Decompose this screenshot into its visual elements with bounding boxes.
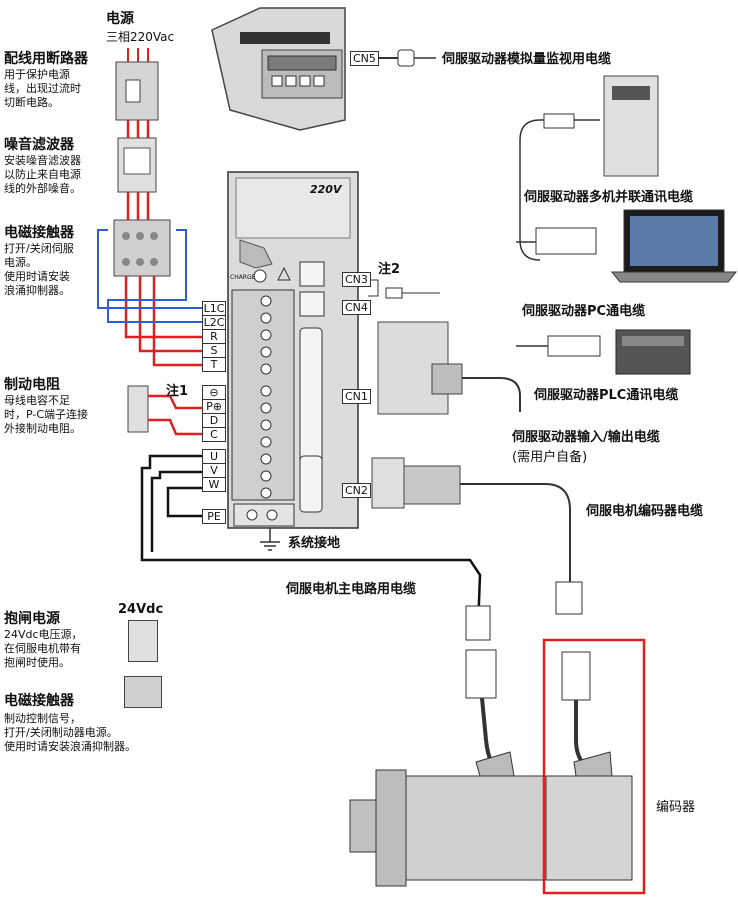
noise-filter-device [117, 137, 157, 193]
power-title: 电源 [106, 11, 134, 27]
terminal-screws [260, 295, 272, 499]
multi-cable-label: 伺服驱动器多机并联通讯电缆 [524, 190, 694, 205]
terminal-s: S [202, 343, 226, 358]
terminal-d: D [202, 413, 226, 428]
io-cable-label: 伺服驱动器输入/输出电缆 [512, 430, 660, 445]
brake-contactor-desc-1: 制动控制信号， [4, 712, 81, 725]
brake-contactor-device [124, 676, 162, 708]
connector-cn1: CN1 [342, 389, 371, 404]
multi-drive-cable [519, 113, 600, 261]
main-cable-label: 伺服电机主电路用电缆 [286, 582, 417, 597]
drive-top-view [211, 7, 346, 131]
brake-contactor-title: 电磁接触器 [4, 693, 74, 709]
brake-power-desc-1: 24Vdc电压源， [4, 628, 83, 641]
plc-icon [615, 329, 691, 375]
encoder-cable-label: 伺服电机编码器电缆 [586, 504, 704, 519]
contactor-desc-3: 使用时请安装 [4, 270, 70, 283]
note-2: 注2 [378, 262, 401, 277]
analog-monitor-cable [378, 49, 436, 67]
terminal-c: C [202, 427, 226, 442]
terminal-p-plus: P⊕ [202, 399, 226, 414]
ground-symbol [260, 528, 280, 551]
motor-power-cable [140, 454, 482, 629]
breaker-desc-3: 切断电路。 [4, 96, 59, 109]
io-connector [377, 321, 521, 415]
brake-power-desc-3: 抱闸时使用。 [4, 656, 70, 669]
terminal-l1c: L1C [202, 301, 226, 316]
brake-power-supply [128, 620, 158, 662]
plc-cable [516, 335, 601, 357]
brake-resistor-desc-3: 外接制动电阻。 [4, 422, 81, 435]
encoder-connector [371, 457, 571, 582]
analog-cable-label: 伺服驱动器模拟量监视用电缆 [442, 52, 612, 67]
brake-power-title: 抱闸电源 [4, 611, 60, 627]
filter-desc-2: 以防止来自电源 [4, 168, 81, 181]
pc-cable [516, 227, 597, 255]
terminal-t: T [202, 357, 226, 372]
contactor-title: 电磁接触器 [4, 225, 74, 241]
terminal-v: V [202, 463, 226, 478]
terminal-w: W [202, 477, 226, 492]
filter-desc-3: 线的外部噪音。 [4, 182, 81, 195]
brake-contactor-desc-3: 使用时请安装浪涌抑制器。 [4, 740, 136, 753]
charge-label: CHARGE [230, 274, 256, 281]
power-wires-red [124, 120, 202, 367]
contactor-desc-4: 浪涌抑制器。 [4, 284, 70, 297]
servo-drive-body [227, 171, 359, 529]
connector-cn4: CN4 [342, 300, 371, 315]
contactor-device [113, 219, 171, 277]
plc-cable-label: 伺服驱动器PLC通讯电缆 [534, 388, 679, 403]
terminal-pe: PE [202, 509, 226, 524]
io-cable-note: (需用户自备) [512, 450, 588, 465]
filter-desc-1: 安装噪音滤波器 [4, 154, 81, 167]
contactor-desc-1: 打开/关闭伺服 [4, 242, 74, 255]
servo-motor [349, 751, 633, 887]
brake-power-desc-2: 在伺服电机带有 [4, 642, 81, 655]
note-1: 注1 [166, 384, 189, 399]
encoder-highlight-box [542, 638, 646, 895]
motor-plug [465, 605, 498, 772]
pc-cable-label: 伺服驱动器PC通电缆 [522, 304, 646, 319]
connector-cn2: CN2 [342, 483, 371, 498]
connector-cn3: CN3 [342, 272, 371, 287]
control-wires-blue [97, 229, 202, 323]
breaker-desc-2: 线，出现过流时 [4, 82, 81, 95]
breaker-title: 配线用断路器 [4, 51, 88, 67]
drive-model-label: 220V [310, 183, 342, 196]
terminal-minus: ⊖ [202, 385, 226, 400]
drive-small-icon [603, 75, 659, 177]
circuit-breaker-device [115, 48, 159, 121]
terminal-u: U [202, 449, 226, 464]
contactor-desc-2: 电源。 [4, 256, 37, 269]
ground-label: 系统接地 [288, 536, 341, 551]
terminal-l2c: L2C [202, 315, 226, 330]
brake-resistor-desc-2: 时，P-C端子连接 [4, 408, 89, 421]
brake-resistor-title: 制动电阻 [4, 377, 60, 393]
brake-resistor-desc-1: 母线电容不足 [4, 394, 70, 407]
connector-cn5: CN5 [350, 51, 379, 66]
brake-voltage-label: 24Vdc [118, 602, 164, 617]
terminal-r: R [202, 329, 226, 344]
brake-resistor-device [127, 385, 202, 436]
brake-contactor-desc-2: 打开/关闭制动器电源。 [4, 726, 118, 739]
breaker-desc-1: 用于保护电源 [4, 68, 70, 81]
encoder-plug [555, 581, 592, 772]
encoder-label: 编码器 [656, 800, 696, 815]
laptop-icon [610, 209, 738, 283]
power-spec: 三相220Vac [106, 30, 175, 44]
filter-title: 噪音滤波器 [4, 137, 74, 153]
cn3-cable [368, 279, 440, 299]
